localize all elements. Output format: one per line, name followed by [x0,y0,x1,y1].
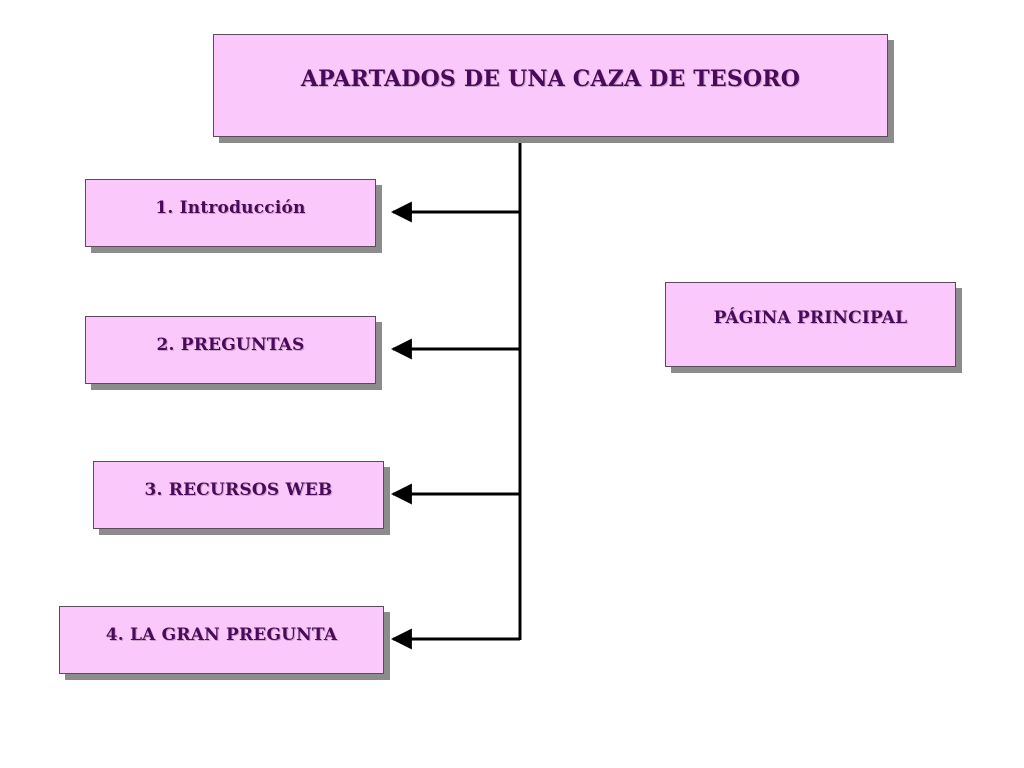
node-label: PÁGINA PRINCIPAL [713,307,908,328]
node-introduccion: 1. Introducción [85,179,376,247]
title-text: APARTADOS DE UNA CAZA DE TESORO [300,65,801,92]
title-node: APARTADOS DE UNA CAZA DE TESORO [213,34,888,137]
node-preguntas: 2. PREGUNTAS [85,316,376,384]
node-recursos-web: 3. RECURSOS WEB [93,461,384,529]
node-pagina-principal: PÁGINA PRINCIPAL [665,282,956,367]
node-label: 2. PREGUNTAS [156,335,305,355]
node-label: 4. LA GRAN PREGUNTA [105,625,338,645]
node-gran-pregunta: 4. LA GRAN PREGUNTA [59,606,384,674]
node-label: 1. Introducción [155,198,306,218]
node-label: 3. RECURSOS WEB [144,480,333,500]
